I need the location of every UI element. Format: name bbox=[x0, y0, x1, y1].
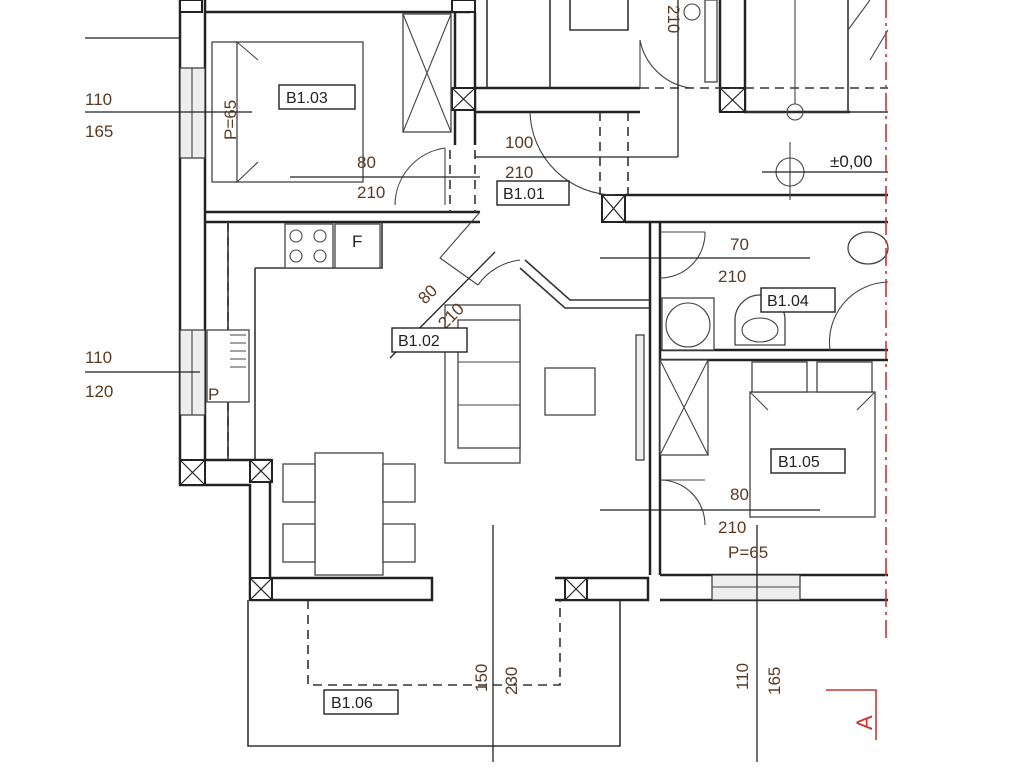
window2-width: 110 bbox=[85, 348, 112, 367]
balcony bbox=[247, 600, 621, 747]
door-b105-width: 80 bbox=[730, 485, 749, 504]
dashed-lines bbox=[227, 87, 888, 686]
room-label-b104: B1.04 bbox=[767, 293, 809, 310]
door-b103-height: 210 bbox=[357, 183, 385, 202]
door-b105-height: 210 bbox=[718, 518, 746, 537]
parapet-b103: P=65 bbox=[221, 100, 240, 140]
room-tag-b104: B1.04 bbox=[760, 287, 836, 313]
balcony-dim-a: 150 bbox=[472, 664, 491, 692]
room-tag-b101: B1.01 bbox=[496, 180, 570, 206]
room-tag-b102: B1.02 bbox=[391, 327, 468, 353]
fridge-label: F bbox=[352, 232, 362, 251]
room-tag-b103: B1.03 bbox=[278, 84, 356, 110]
door-b103-width: 80 bbox=[357, 153, 376, 172]
structural-columns bbox=[179, 0, 746, 601]
window3-height: 165 bbox=[765, 667, 784, 695]
door-entry-height: 210 bbox=[505, 163, 533, 182]
door-b104-height: 210 bbox=[718, 267, 746, 286]
door-b104-width: 70 bbox=[730, 235, 749, 254]
window1-height: 165 bbox=[85, 122, 113, 141]
room-tag-b105: B1.05 bbox=[770, 448, 846, 474]
door-top-height: 210 bbox=[664, 5, 683, 33]
room-label-b103: B1.03 bbox=[286, 90, 328, 107]
counter-label: P bbox=[208, 385, 219, 404]
balcony-dim-b: 230 bbox=[502, 667, 521, 695]
room-label-b101: B1.01 bbox=[503, 186, 545, 203]
door-entry-width: 100 bbox=[505, 133, 533, 152]
parapet-b105: P=65 bbox=[728, 543, 768, 562]
room-label-b105: B1.05 bbox=[778, 454, 820, 471]
room-tag-b106: B1.06 bbox=[323, 689, 399, 715]
window2-height: 120 bbox=[85, 382, 113, 401]
window3-width: 110 bbox=[733, 663, 752, 690]
room-label-b106: B1.06 bbox=[331, 695, 373, 712]
dimension-lines bbox=[85, 0, 888, 762]
window1-width: 110 bbox=[85, 90, 112, 109]
room-label-b102: B1.02 bbox=[398, 333, 440, 350]
door-b102-width: 80 bbox=[414, 281, 441, 308]
doors bbox=[394, 39, 889, 526]
section-line bbox=[826, 0, 887, 740]
level-mark: ±0,00 bbox=[830, 152, 872, 171]
section-mark: A bbox=[852, 715, 877, 730]
